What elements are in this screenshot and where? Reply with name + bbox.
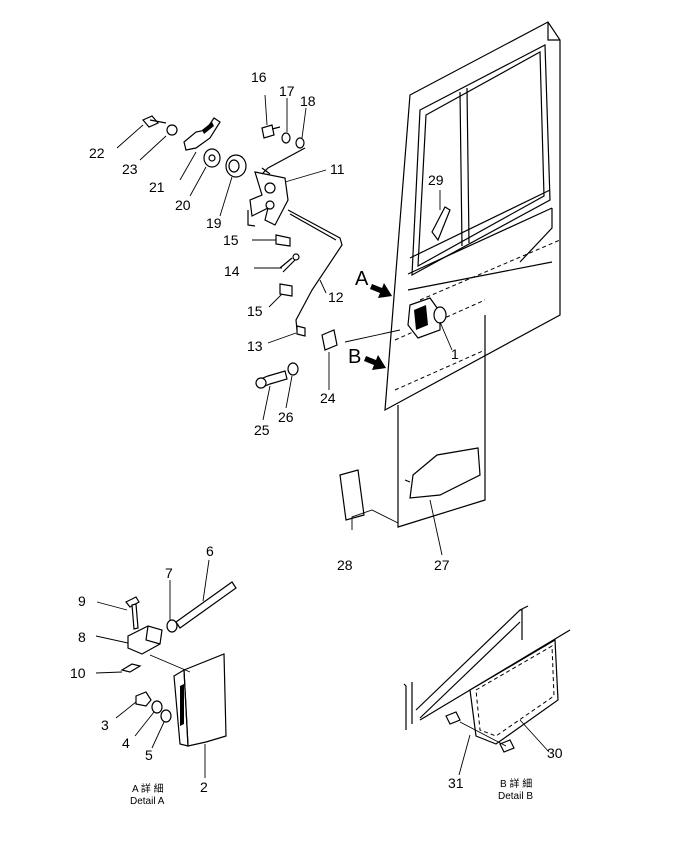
detail-b-en: Detail B	[498, 791, 533, 802]
arrow-b	[364, 355, 386, 370]
callout-8: 8	[78, 629, 86, 645]
callout-26: 26	[278, 409, 294, 425]
washer-26	[287, 362, 299, 376]
callout-14: 14	[224, 263, 240, 279]
callout-28: 28	[337, 557, 353, 573]
callout-31: 31	[448, 775, 464, 791]
mirror-pad	[431, 206, 451, 242]
callout-5: 5	[145, 747, 153, 763]
callout-15b: 15	[247, 303, 263, 319]
callout-16: 16	[251, 69, 267, 85]
callout-27: 27	[434, 557, 450, 573]
callout-11: 11	[330, 161, 345, 177]
callout-2: 2	[200, 779, 208, 795]
latch-assembly	[247, 167, 289, 227]
callout-1: 1	[451, 346, 459, 362]
callout-29: 29	[428, 172, 444, 188]
callout-18: 18	[300, 93, 316, 109]
detail-b-group	[403, 605, 571, 776]
callout-25: 25	[254, 422, 270, 438]
detail-a-en: Detail A	[130, 796, 165, 807]
bolt-15b	[279, 283, 293, 297]
view-marker-b: B	[348, 346, 361, 368]
callout-20: 20	[175, 197, 191, 213]
clip-13	[296, 325, 306, 337]
detail-a-group	[95, 559, 237, 778]
callout-23: 23	[122, 161, 138, 177]
callout-9: 9	[78, 593, 86, 609]
callout-21: 21	[149, 179, 165, 195]
callout-12: 12	[328, 289, 344, 305]
detail-captions: A 詳 細 Detail A B 詳 細 Detail B	[130, 777, 533, 807]
callout-24: 24	[320, 390, 336, 406]
callout-22: 22	[89, 145, 105, 161]
detail-a-jp: A 詳 細	[132, 782, 164, 795]
callout-6: 6	[206, 543, 214, 559]
callout-13: 13	[247, 338, 263, 354]
callout-4: 4	[122, 735, 130, 751]
bolt-15a	[275, 234, 291, 247]
callout-30: 30	[547, 745, 563, 761]
callout-7: 7	[165, 565, 173, 581]
callout-19: 19	[206, 215, 222, 231]
callout-15a: 15	[223, 232, 239, 248]
striker	[321, 329, 338, 351]
callout-labels: 1 2 3 4 5 6 7 8 9 10 11 12 13 14 15 15 1…	[70, 69, 563, 795]
callout-17: 17	[279, 83, 295, 99]
leader-lines	[116, 94, 453, 556]
top-fasteners	[142, 115, 306, 178]
lower-door-trim	[397, 315, 486, 528]
arrow-a	[370, 283, 392, 298]
callout-3: 3	[101, 717, 109, 733]
view-marker-a: A	[355, 268, 369, 290]
detail-b-jp: B 詳 細	[500, 777, 532, 790]
callout-10: 10	[70, 665, 86, 681]
door-panel	[384, 21, 561, 412]
trim-pad	[339, 469, 365, 521]
door-handle	[407, 297, 447, 339]
